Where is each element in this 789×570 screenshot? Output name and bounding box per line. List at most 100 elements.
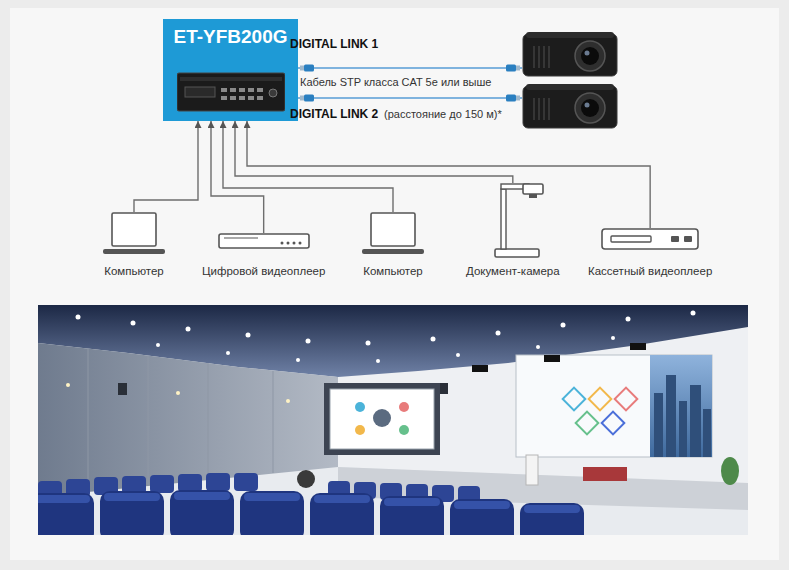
- speaker: [440, 383, 448, 394]
- camera-pole: [501, 189, 506, 249]
- ceiling-lights-part: [561, 323, 566, 328]
- screen-graphic-part: [399, 425, 409, 435]
- unit-buttons-part: [239, 96, 245, 100]
- back-seats-part: [178, 474, 202, 492]
- left-screen: [330, 389, 434, 449]
- player-body: [219, 234, 309, 248]
- link-label: DIGITAL LINK 1: [290, 37, 378, 51]
- screen-diamonds-part: [615, 388, 638, 411]
- projector-lens-ring: [575, 41, 605, 71]
- back-seats-part: [150, 475, 174, 493]
- screen-diamonds-part: [589, 388, 612, 411]
- wall-lights-part: [176, 391, 180, 395]
- unit-buttons: [221, 88, 263, 100]
- signal-line: [211, 121, 264, 233]
- node-label: Документ-камера: [466, 264, 560, 278]
- button: [286, 242, 289, 245]
- node-label: Компьютер: [104, 264, 164, 278]
- wall-panels-part: [148, 356, 149, 485]
- camera-lens: [529, 194, 537, 198]
- projector-vents: [534, 98, 549, 120]
- laptop-base: [103, 249, 165, 254]
- plug-body: [304, 65, 314, 72]
- plug-tip: [300, 96, 304, 101]
- unit-knob: [269, 89, 277, 97]
- screen-diamonds-part: [576, 412, 599, 435]
- city-buildings-part: [690, 385, 701, 457]
- ceiling-lights-part: [611, 336, 615, 340]
- front-seats-part: [100, 491, 164, 535]
- screen-graphic-part: [355, 402, 365, 412]
- source-device: Цифровой видеоплеер: [202, 233, 325, 278]
- screen-graphic-part: [399, 402, 409, 412]
- projector-node: [522, 30, 618, 78]
- cable-plug: [506, 65, 520, 72]
- right-screen: [516, 355, 712, 457]
- disc-slot: [224, 237, 258, 238]
- unit-buttons-part: [257, 88, 263, 92]
- auditorium-photo: [38, 305, 748, 535]
- city-buildings-part: [679, 401, 687, 457]
- signal-line: [134, 121, 198, 212]
- ceiling-lights-part: [376, 359, 380, 363]
- screen-diamonds: [563, 388, 638, 435]
- unit-buttons-part: [248, 88, 254, 92]
- back-wall: [38, 305, 748, 535]
- ceiling-lights-part: [536, 345, 540, 349]
- player-icon: [218, 233, 310, 249]
- projector-body: [523, 86, 617, 128]
- projector-vents-part: [548, 98, 550, 120]
- wall-panels-part: [88, 349, 89, 491]
- camera-head: [523, 184, 543, 194]
- front-seats-part-part: [314, 495, 370, 503]
- ceiling-lights-part: [246, 333, 251, 338]
- unit-buttons-part: [230, 88, 236, 92]
- camera-base: [495, 249, 539, 257]
- projector-icon: [522, 30, 618, 78]
- screen-cabinet: [324, 383, 440, 455]
- unit-strip: [180, 77, 282, 81]
- front-seats-part-part: [524, 505, 580, 513]
- front-seats-part-part: [244, 493, 300, 501]
- projector-lens: [581, 99, 599, 117]
- projector-vents: [534, 46, 549, 68]
- ceiling-lights-part: [76, 315, 81, 320]
- front-seats-part-part: [38, 495, 90, 503]
- vcr-body: [602, 229, 698, 249]
- ceiling-lights-part: [456, 353, 460, 357]
- city-image: [650, 355, 712, 457]
- laptop-base: [362, 249, 424, 254]
- cable-plug: [300, 95, 314, 102]
- unit-buttons-part: [221, 96, 227, 100]
- stp-cable: [298, 97, 522, 99]
- plug-tip: [300, 66, 304, 71]
- back-seats-part: [234, 473, 258, 491]
- front-seats-part: [170, 490, 234, 535]
- laptop-screen: [371, 213, 415, 246]
- projector-body: [523, 34, 617, 76]
- plant: [721, 457, 739, 485]
- source-device: Компьютер: [103, 212, 165, 278]
- plug-body: [506, 95, 516, 102]
- wall-lights: [66, 383, 290, 403]
- city-buildings: [654, 375, 711, 457]
- wall-panels-part: [273, 371, 274, 473]
- screen-graphic: [355, 402, 409, 435]
- button: [292, 242, 295, 245]
- left-wall: [38, 343, 338, 497]
- ceiling-projectors: [472, 343, 646, 372]
- node-label: ET-YFB200G: [163, 19, 298, 48]
- button: [684, 236, 692, 242]
- wall-panels: [88, 349, 273, 491]
- front-seats-part: [450, 499, 514, 535]
- lens-glint: [585, 103, 590, 108]
- source-device: Компьютер: [362, 212, 424, 278]
- wall-lights-part: [66, 383, 70, 387]
- unit-buttons-part: [221, 88, 227, 92]
- ceiling-projectors-part: [630, 343, 646, 350]
- plug-body: [304, 95, 314, 102]
- ceiling-lights-part: [186, 327, 191, 332]
- unit-display: [185, 87, 215, 97]
- laptop-screen: [112, 213, 156, 246]
